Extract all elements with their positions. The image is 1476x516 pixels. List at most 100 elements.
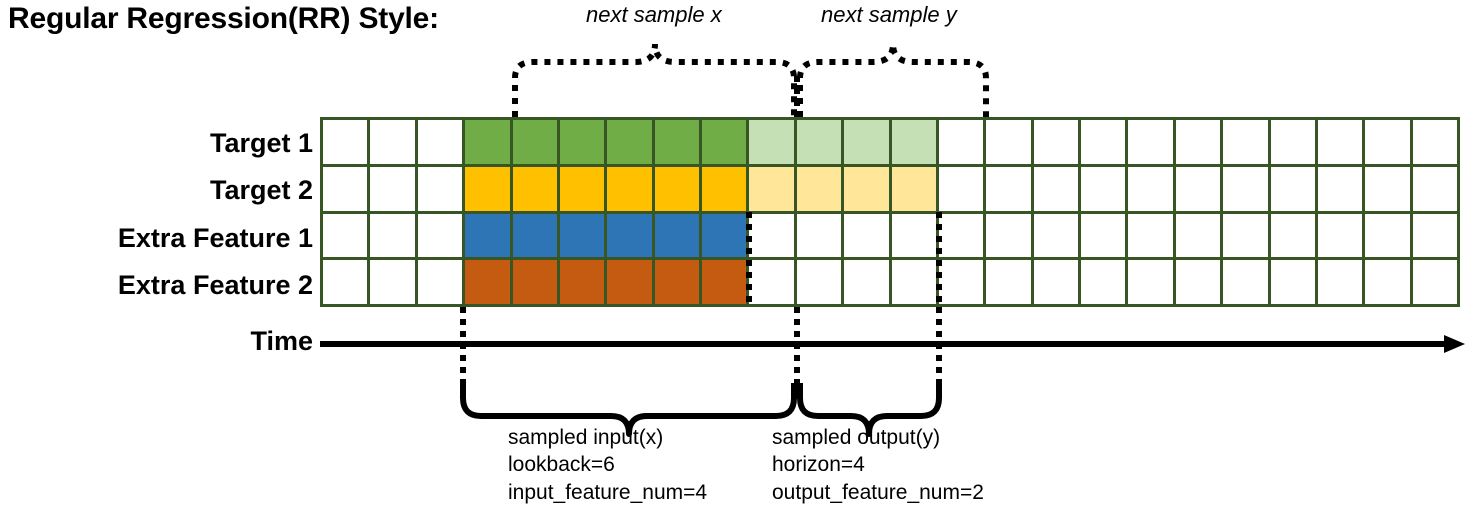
grid-cell <box>749 166 794 211</box>
dotted-connector-input-left <box>460 307 466 383</box>
grid-cell <box>370 213 415 258</box>
grid-cell <box>796 120 842 164</box>
grid-cell <box>1128 120 1173 164</box>
grid-cell <box>938 260 984 304</box>
grid-cell <box>1223 120 1268 164</box>
grid-cell <box>749 260 794 304</box>
note-sampled-input: sampled input(x) lookback=6 input_featur… <box>508 424 707 506</box>
grid-cell <box>465 120 510 164</box>
note-sampled-output-line1: sampled output(y) <box>772 426 941 449</box>
grid-cell <box>749 213 794 258</box>
brace-next-sample-y <box>797 43 989 117</box>
grid-cell <box>986 120 1031 164</box>
dotted-connector-x-right-top <box>794 76 800 117</box>
grid-cell <box>1175 120 1221 164</box>
grid-cell <box>1412 213 1457 258</box>
grid-cell <box>1033 260 1078 304</box>
caption-next-sample-y: next sample y <box>821 2 957 27</box>
grid-cell <box>938 166 984 211</box>
note-sampled-input-line3: input_feature_num=4 <box>508 480 708 504</box>
grid-cell <box>844 166 889 211</box>
dotted-connector-grid-output-right <box>936 212 942 307</box>
grid-cell <box>370 120 415 164</box>
grid-cell <box>1223 260 1268 304</box>
grid-cell <box>1033 166 1078 211</box>
grid-cell <box>323 260 368 304</box>
grid-cell <box>1128 213 1173 258</box>
grid-cell <box>654 213 699 258</box>
grid-cell <box>1365 260 1410 304</box>
grid-cell <box>938 213 984 258</box>
dotted-connector-input-right <box>794 307 800 383</box>
grid-cell <box>512 260 557 304</box>
grid-cell <box>1081 260 1126 304</box>
grid-cell <box>986 260 1031 304</box>
grid-cell <box>1270 260 1315 304</box>
time-axis-arrow-icon <box>1444 335 1465 353</box>
time-axis-line <box>320 341 1447 347</box>
grid-cell <box>1175 166 1221 211</box>
grid-cell <box>891 166 936 211</box>
grid-cell <box>1270 166 1315 211</box>
grid-cell <box>512 166 557 211</box>
grid-cell <box>702 260 747 304</box>
dotted-connector-output-right <box>936 307 942 383</box>
time-axis <box>320 335 1465 353</box>
grid-cell <box>702 213 747 258</box>
grid-cell <box>986 213 1031 258</box>
grid-cell <box>844 213 889 258</box>
grid-cell <box>1033 213 1078 258</box>
grid-cell <box>607 166 652 211</box>
grid-cell <box>370 166 415 211</box>
grid-cell <box>1365 166 1410 211</box>
grid-cell <box>1365 213 1410 258</box>
row-label-extra-feature-1: Extra Feature 1 <box>117 223 313 253</box>
grid-cell <box>796 166 842 211</box>
grid-cell <box>702 166 747 211</box>
grid-cell <box>1317 260 1363 304</box>
grid-cell <box>1365 120 1410 164</box>
timeline-grid <box>320 117 1460 307</box>
grid-cell <box>1223 213 1268 258</box>
grid-cell <box>465 166 510 211</box>
caption-next-sample-x: next sample x <box>586 2 722 27</box>
grid-cell <box>1175 213 1221 258</box>
grid-cell <box>559 166 605 211</box>
row-label-target-1: Target 1 <box>209 128 313 158</box>
grid-cell <box>1081 213 1126 258</box>
grid-cell <box>417 166 463 211</box>
grid-cell <box>1317 213 1363 258</box>
grid-cell <box>323 213 368 258</box>
row-label-target-2: Target 2 <box>209 175 313 205</box>
grid-cell <box>607 120 652 164</box>
grid-cell <box>1128 166 1173 211</box>
grid-cell <box>1033 120 1078 164</box>
grid-cell <box>702 120 747 164</box>
grid-cell <box>654 120 699 164</box>
grid-cell <box>654 166 699 211</box>
note-sampled-input-line2: lookback=6 <box>508 453 615 477</box>
grid-cell <box>796 260 842 304</box>
grid-cell <box>559 120 605 164</box>
grid-cell <box>844 120 889 164</box>
grid-cell <box>417 120 463 164</box>
row-label-column: Target 1 Target 2 Extra Feature 1 Extra … <box>8 117 313 307</box>
grid-cell <box>891 213 936 258</box>
grid-cell <box>654 260 699 304</box>
grid-cell <box>1128 260 1173 304</box>
grid-cell <box>891 120 936 164</box>
grid-cell <box>512 213 557 258</box>
grid-cell <box>607 260 652 304</box>
grid-cell <box>1270 120 1315 164</box>
grid-cell <box>323 120 368 164</box>
time-axis-label: Time <box>250 326 313 356</box>
note-sampled-output-line3: output_feature_num=2 <box>772 480 984 504</box>
grid-cell <box>1412 120 1457 164</box>
grid-cell <box>559 260 605 304</box>
note-sampled-output: sampled output(y) horizon=4 output_featu… <box>772 424 984 506</box>
note-sampled-input-line1: sampled input(x) <box>508 426 664 449</box>
grid-cell <box>1317 166 1363 211</box>
grid-cell <box>512 120 557 164</box>
page-title: Regular Regression(RR) Style: <box>8 2 439 35</box>
